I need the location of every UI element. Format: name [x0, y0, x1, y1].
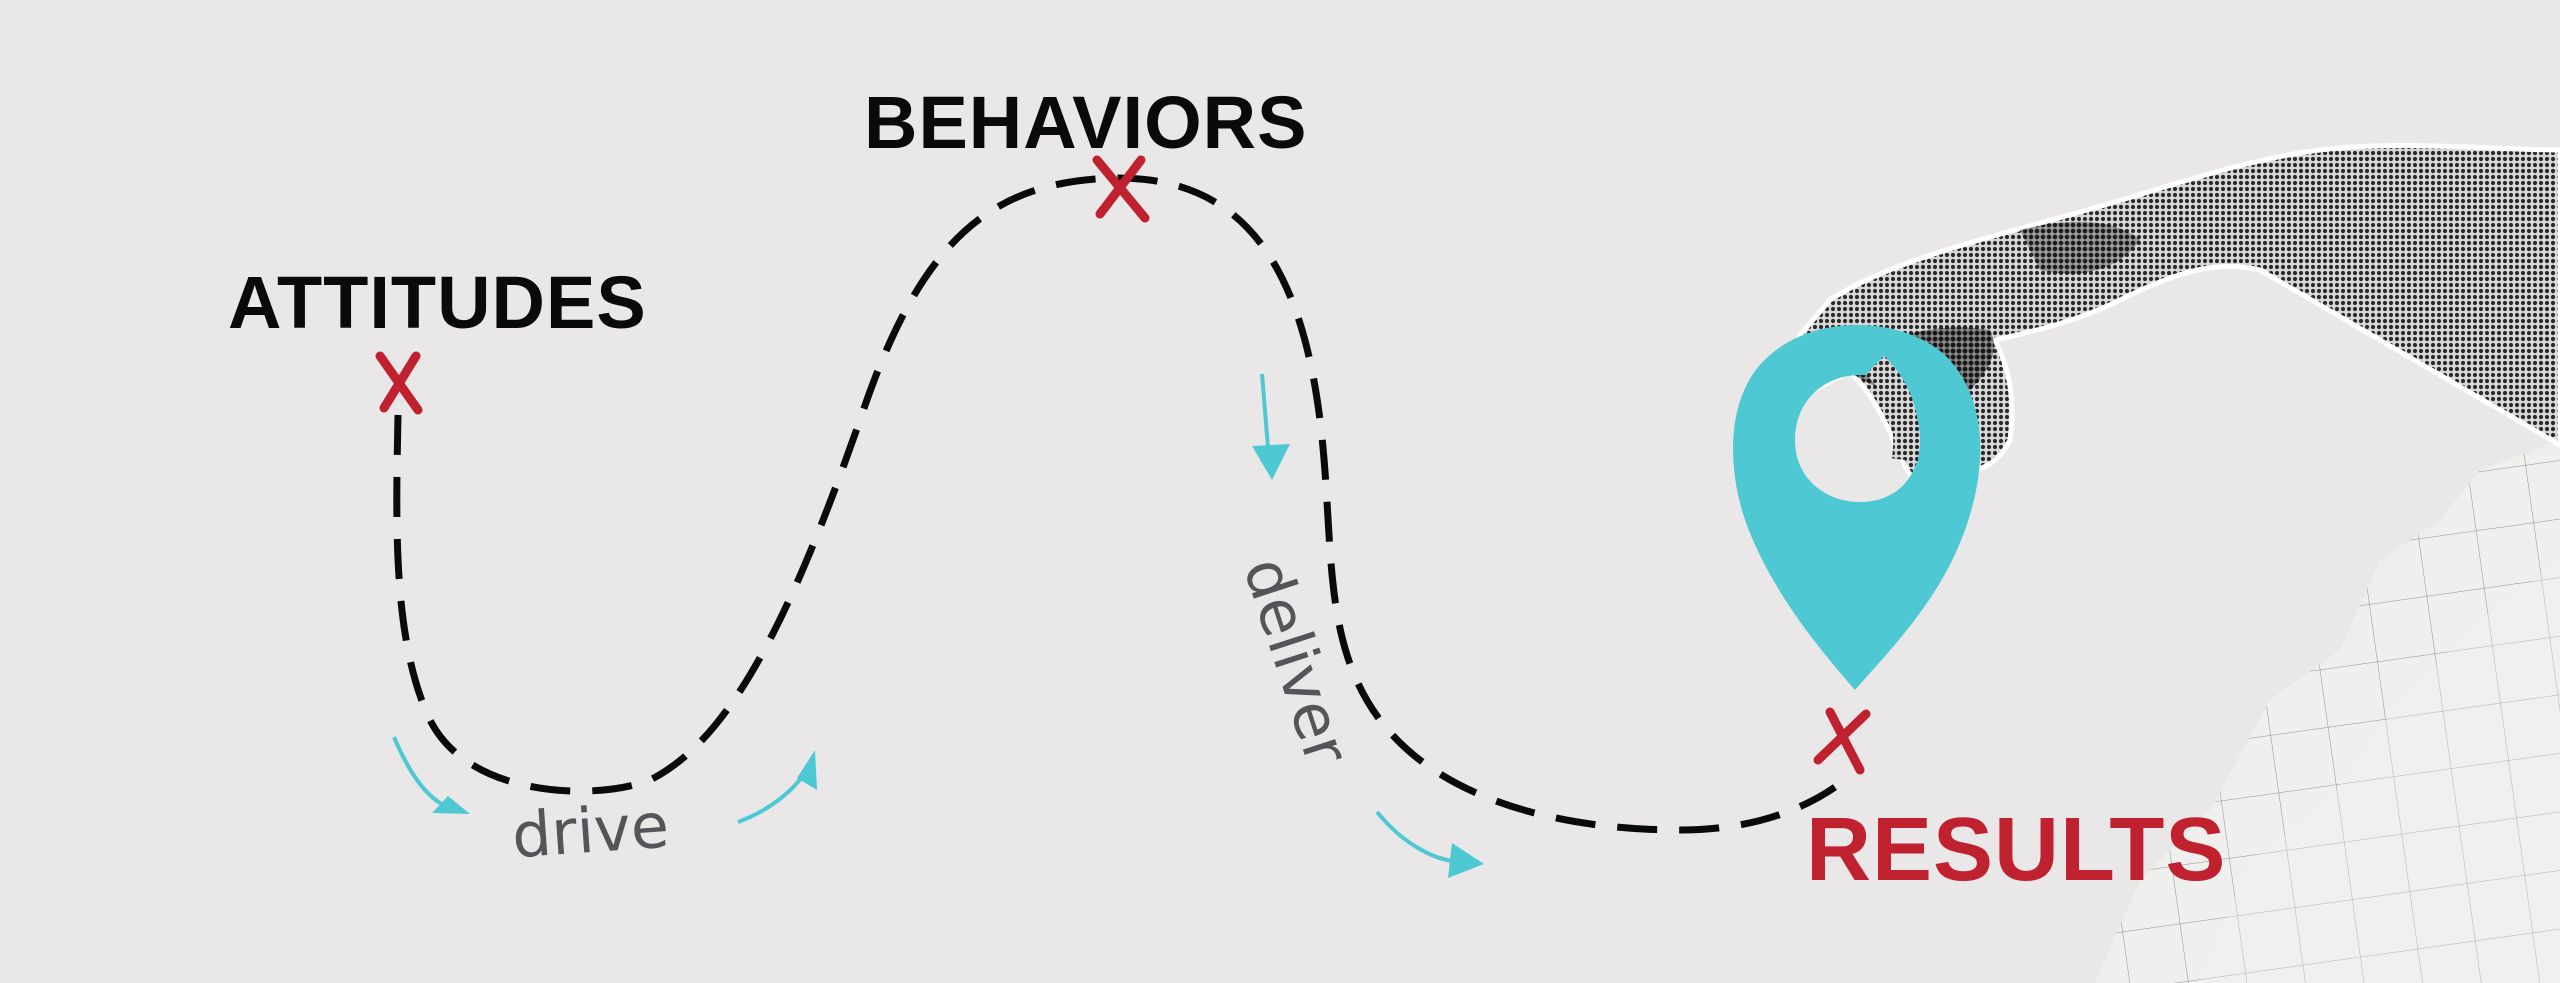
- arrow-icon: [1375, 810, 1484, 878]
- milestone-label-attitudes: ATTITUDES: [228, 261, 647, 344]
- milestone-label-behaviors: BEHAVIORS: [864, 81, 1308, 164]
- arrow-icon: [1252, 373, 1290, 480]
- x-mark-icon: [1092, 155, 1150, 223]
- connector-verb-drive: drive: [509, 788, 672, 873]
- dashed-path: [393, 174, 1841, 834]
- x-mark-icon: [1813, 707, 1871, 775]
- arrow-icon: [737, 750, 817, 824]
- location-pin-icon: [1733, 325, 1981, 690]
- x-mark-icon: [375, 351, 423, 415]
- grid-paper-texture: [2095, 440, 2560, 983]
- arrow-icon: [392, 736, 470, 814]
- milestone-label-results: RESULTS: [1806, 800, 2227, 900]
